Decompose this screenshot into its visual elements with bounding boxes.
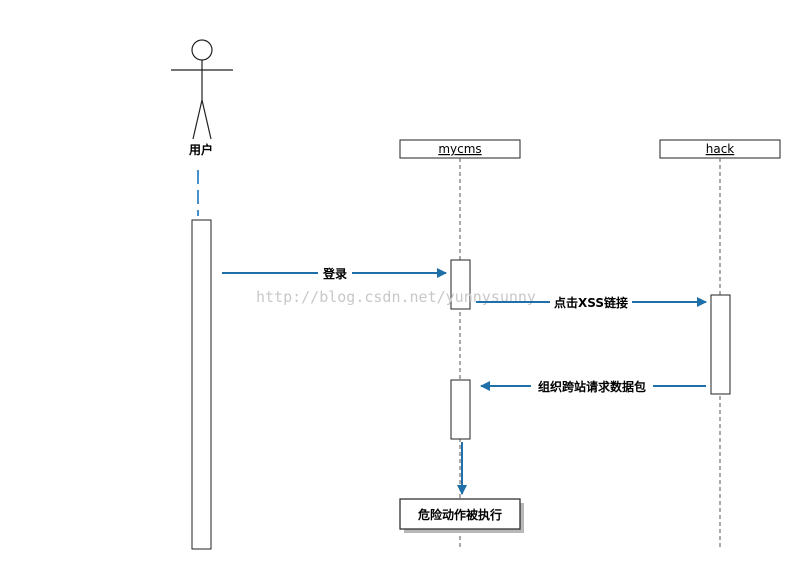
result-box [399, 498, 521, 530]
mycms-header-label: mycms [438, 142, 481, 156]
login-label: 登录 [322, 266, 347, 281]
click-xss-label: 点击XSS链接 [554, 295, 628, 310]
user-actor-label: 用户 [188, 142, 213, 157]
login-label-bg [318, 265, 352, 281]
csrf-packet-label: 组织跨站请求数据包 [538, 379, 646, 394]
mycms-activation-bar-2 [450, 379, 471, 440]
mycms-activation-bar-1 [450, 259, 471, 310]
result-label: 危险动作被执行 [417, 507, 502, 522]
user-actor-icon [171, 39, 233, 140]
csrf-packet-label-bg [531, 378, 653, 394]
hack-header-label: hack [706, 142, 735, 156]
click-xss-label-bg [550, 294, 632, 310]
user-activation-bar [191, 219, 212, 550]
hack-activation-bar [710, 294, 731, 395]
watermark-text: http://blog.csdn.net/yunnysunny [256, 288, 536, 306]
